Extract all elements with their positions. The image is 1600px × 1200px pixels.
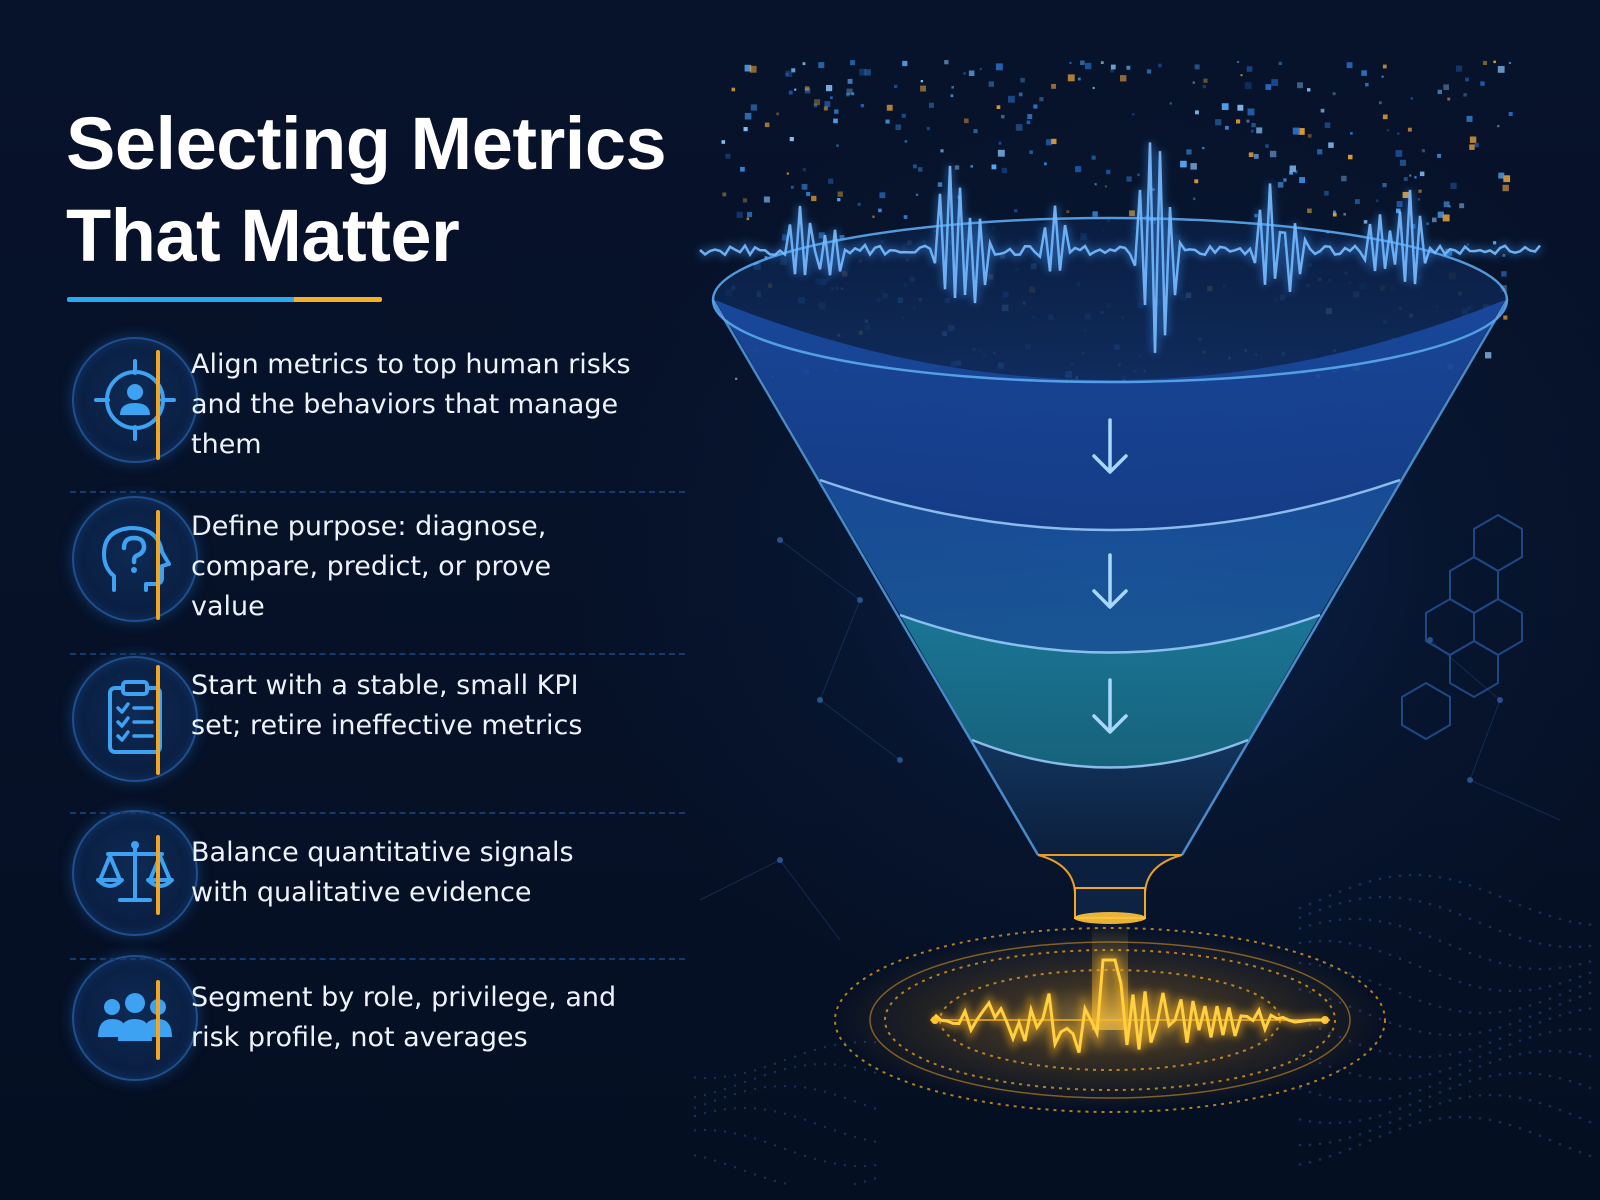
head-question-icon	[72, 496, 198, 622]
title-line-2: That Matter	[66, 194, 460, 277]
metric-item-text: Balance quantitative signals with qualit…	[191, 837, 574, 908]
accent-bar	[156, 835, 160, 915]
title-underline	[67, 297, 382, 302]
accent-bar	[156, 510, 160, 620]
target-user-icon	[72, 337, 198, 463]
funnel-illustration	[693, 60, 1592, 1186]
accent-bar	[156, 980, 160, 1060]
metric-item-text: Start with a stable, small KPI set; reti…	[191, 670, 583, 741]
divider	[70, 812, 685, 814]
clipboard-checklist-icon	[72, 656, 198, 782]
title-line-1: Selecting Metrics	[66, 102, 667, 185]
metric-item-text: Segment by role, privilege, and risk pro…	[191, 982, 617, 1053]
balance-scale-icon	[72, 810, 198, 936]
divider	[70, 491, 685, 493]
metrics-list: Align metrics to top human risks and the…	[0, 0, 700, 1200]
user-group-icon	[72, 955, 198, 1081]
accent-bar	[156, 350, 160, 460]
divider	[70, 958, 685, 960]
metric-item-text: Define purpose: diagnose, compare, predi…	[191, 511, 552, 622]
accent-bar	[156, 665, 160, 775]
divider	[70, 653, 685, 655]
metric-item-text: Align metrics to top human risks and the…	[191, 349, 631, 460]
page-title: Selecting Metrics That Matter	[66, 98, 716, 282]
